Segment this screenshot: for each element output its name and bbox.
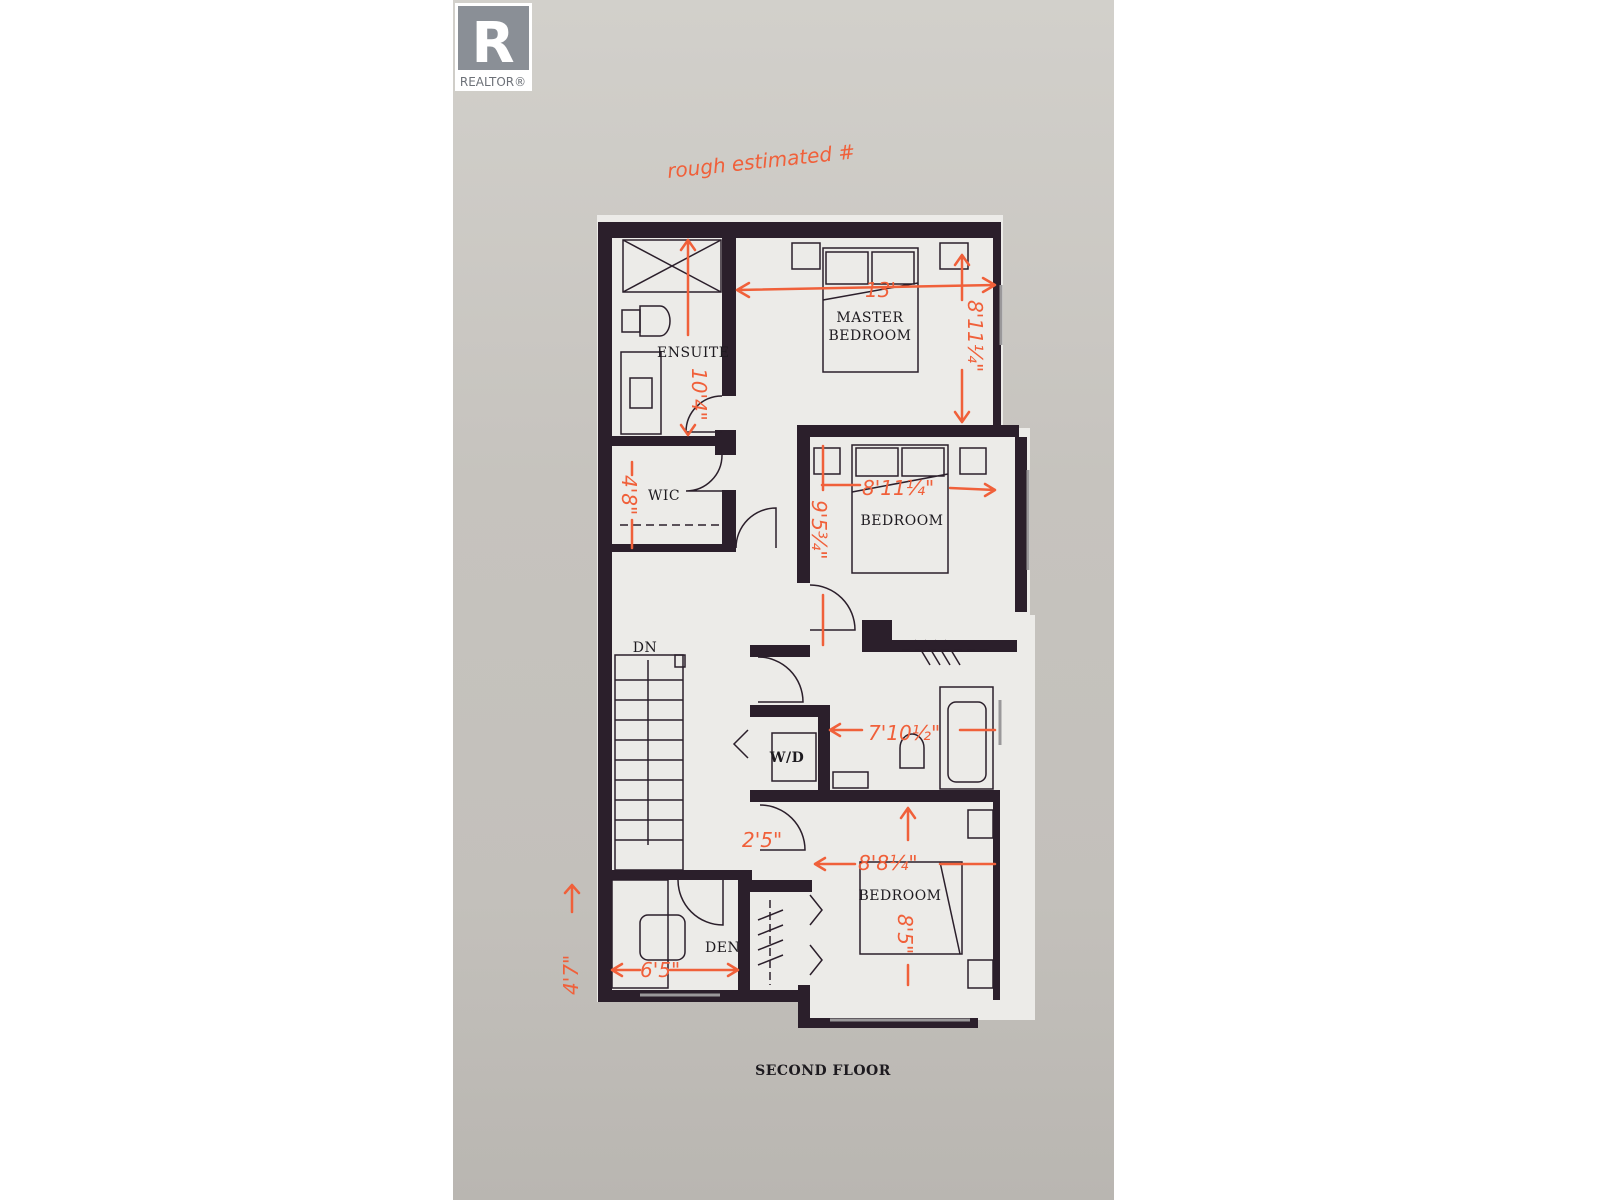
dim-master-depth: 8'11¼" [963,300,987,372]
dimension-annotations [563,238,997,987]
room-label-laundry: W/D [769,750,804,766]
handwritten-note: rough estimated # [666,139,856,183]
room-label-den: DEN [705,940,740,956]
room-label-master-1: MASTER [836,310,903,326]
plan-sheet [597,215,1035,1028]
dim-bath: 7'10½" [868,721,940,745]
room-label-ensuite: ENSUITE [657,345,729,361]
svg-text:R: R [471,11,514,76]
fixtures [611,239,1030,1022]
dim-master-width: 13' [865,278,896,302]
room-label-wic: WIC [648,488,680,504]
dim-den-width: 6'5" [640,958,680,982]
dim-bedroom3-depth: 8'5" [893,914,917,954]
dim-bedroom3-width: 8'8¼" [858,851,918,875]
svg-text:REALTOR®: REALTOR® [460,75,526,89]
dim-ensuite: 10'4" [687,368,711,421]
dim-bedroom2-width: 8'11¼" [862,476,934,500]
realtor-logo: R REALTOR® [455,3,532,91]
plan-title: SECOND FLOOR [755,1063,891,1079]
room-label-bedroom-3: BEDROOM [858,888,941,904]
room-label-bedroom-2: BEDROOM [860,513,943,529]
dim-wic: 4'8" [617,475,641,515]
dim-bedroom2-depth: 9'5¾" [807,500,831,560]
room-label-master-2: BEDROOM [828,328,911,344]
walls [598,222,1027,1028]
dim-hall: 2'5" [742,828,782,852]
dim-den-depth: 4'7" [559,955,583,995]
stairs-label: DN [633,640,657,656]
